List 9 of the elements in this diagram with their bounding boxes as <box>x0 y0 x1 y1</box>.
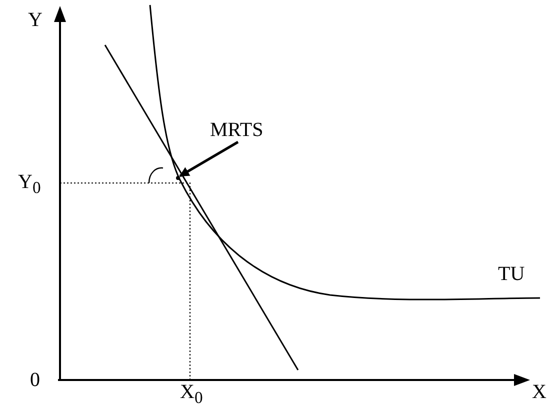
leader-arrow <box>179 140 239 178</box>
axis-label: X$_{0}$ <box>180 382 203 406</box>
callout-text: MRTS <box>210 120 264 140</box>
axis-label: Y$_{0}$ <box>18 172 41 197</box>
axis-label: X <box>532 382 546 402</box>
axis-label: 0 <box>30 370 40 390</box>
curve-label: TU <box>498 264 525 284</box>
tangent-point <box>176 176 180 180</box>
axis-label: Y <box>28 10 42 30</box>
